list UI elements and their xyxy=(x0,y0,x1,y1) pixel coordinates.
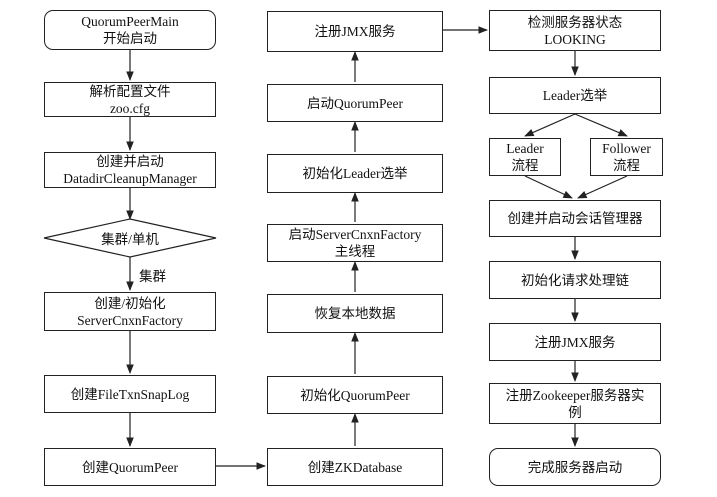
node-create-quorum-peer: 创建QuorumPeer xyxy=(44,448,216,486)
node-register-jmx-1: 注册JMX服务 xyxy=(267,11,443,52)
node-create-zkdatabase: 创建ZKDatabase xyxy=(267,448,443,486)
arrow-follower-session xyxy=(577,175,628,199)
node-start: QuorumPeerMain 开始启动 xyxy=(44,10,216,50)
arrow-leader-session xyxy=(524,175,573,199)
arrow-elect-leader xyxy=(524,113,576,137)
node-follower-flow: Follower 流程 xyxy=(590,138,663,176)
node-register-jmx-2: 注册JMX服务 xyxy=(489,323,661,361)
node-restore-local-data: 恢复本地数据 xyxy=(267,294,443,333)
node-server-cnxn-factory: 创建/初始化 ServerCnxnFactory xyxy=(44,292,216,331)
node-check-server-state: 检测服务器状态 LOOKING xyxy=(489,10,661,51)
node-parse-config: 解析配置文件 zoo.cfg xyxy=(44,82,216,117)
node-cleanup-manager: 创建并启动 DatadirCleanupManager xyxy=(44,152,216,188)
node-start-quorum-peer: 启动QuorumPeer xyxy=(267,84,443,122)
node-register-zk-instance: 注册Zookeeper服务器实 例 xyxy=(489,383,661,424)
node-file-txn-snaplog: 创建FileTxnSnapLog xyxy=(44,375,216,413)
node-server-started: 完成服务器启动 xyxy=(489,448,661,486)
node-start-cnxn-factory: 启动ServerCnxnFactory 主线程 xyxy=(267,224,443,262)
node-session-manager: 创建并启动会话管理器 xyxy=(489,200,661,237)
node-leader-flow: Leader 流程 xyxy=(489,138,561,176)
node-init-leader-election: 初始化Leader选举 xyxy=(267,154,443,193)
node-init-quorum-peer: 初始化QuorumPeer xyxy=(267,376,443,414)
edge-label-cluster: 集群 xyxy=(139,269,166,284)
node-leader-election: Leader选举 xyxy=(489,77,661,114)
node-request-processor-chain: 初始化请求处理链 xyxy=(489,261,661,299)
cluster-decision-diamond xyxy=(43,218,217,258)
node-cluster-decision-label: 集群/单机 xyxy=(101,232,159,247)
arrow-elect-follower xyxy=(574,113,628,137)
